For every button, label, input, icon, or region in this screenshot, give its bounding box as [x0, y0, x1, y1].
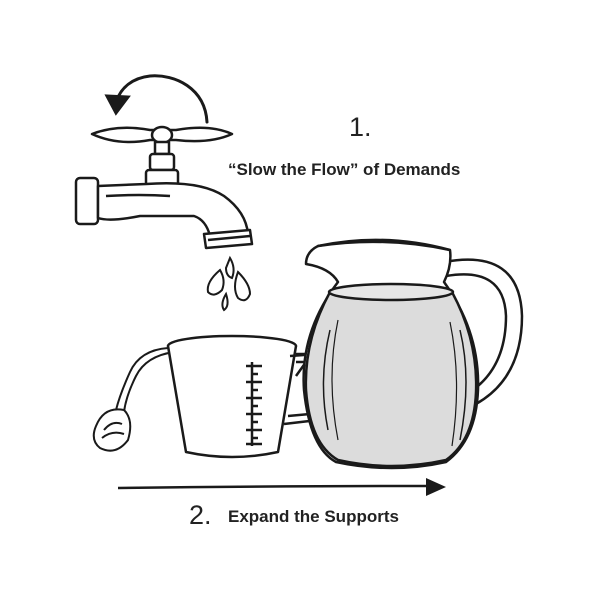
right-arrow-icon	[117, 478, 446, 496]
step-1-number: 1.	[349, 112, 372, 142]
faucet-icon	[74, 125, 254, 250]
step-1-label: “Slow the Flow” of Demands	[228, 160, 461, 179]
counterclockwise-arrow-icon	[104, 74, 209, 124]
water-drops-icon	[206, 255, 252, 312]
step-2-number: 2.	[189, 500, 212, 530]
measuring-cup-icon	[166, 334, 320, 459]
pitcher-icon	[302, 238, 524, 470]
spoon-icon	[92, 347, 175, 452]
step-2-label: Expand the Supports	[228, 507, 399, 526]
